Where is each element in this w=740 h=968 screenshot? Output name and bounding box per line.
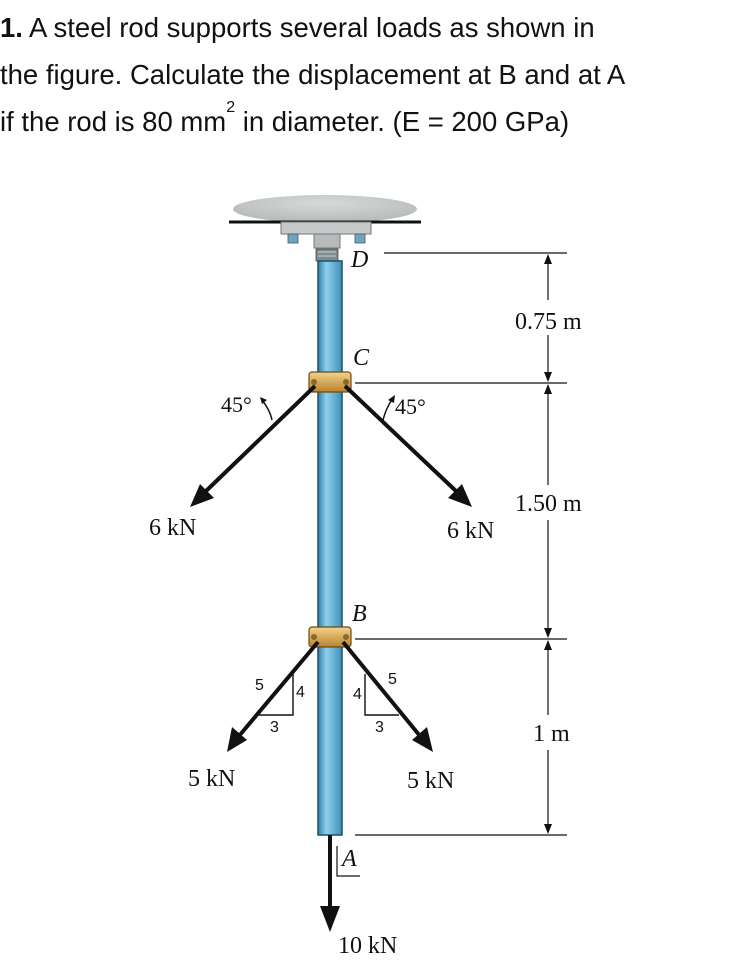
collar-b [308,626,352,648]
label-angle-right: 45° [395,394,426,419]
label-load-b-left: 5 kN [188,766,235,792]
label-point-c: C [353,345,370,371]
load-arrow-c-right [343,384,472,507]
label-slope-right-hyp: 5 [388,671,397,688]
load-arrow-c-left [190,384,317,507]
problem-superscript: 2 [226,99,236,116]
steel-rod [317,260,343,836]
label-load-a: 10 kN [338,933,397,959]
label-point-b: B [352,601,367,627]
dimension-line-dc [544,254,552,382]
problem-line-3-post: in diameter. (E = 200 GPa) [235,106,570,137]
label-slope-right-vert: 4 [353,686,362,703]
label-slope-left-hyp: 5 [255,677,264,694]
problem-number: 1. [0,12,23,43]
label-slope-left-horiz: 3 [270,719,279,736]
label-load-b-right: 5 kN [407,768,454,794]
point-a-marker [336,846,360,877]
dimension-extension-lines [355,252,567,836]
problem-line-3: if the rod is 80 mm2 in diameter. (E = 2… [0,98,736,145]
label-dim-cb: 1.50 m [515,491,582,517]
problem-line-1: 1. A steel rod supports several loads as… [0,4,736,51]
load-arrow-b-left [227,640,320,752]
problem-statement: 1. A steel rod supports several loads as… [0,4,736,145]
load-arrow-b-right [341,640,433,752]
label-point-a: A [340,846,357,872]
problem-line-1-text: A steel rod supports several loads as sh… [22,12,595,43]
angle-arrowhead-right [388,395,395,403]
collar-c [308,371,352,393]
problem-line-3-pre: if the rod is 80 mm [0,106,227,137]
dimension-line-ba [544,640,552,834]
label-slope-left-vert: 4 [296,684,305,701]
label-point-d: D [350,247,368,273]
slope-triangle-right [364,674,399,716]
angle-arc-left [261,399,273,421]
problem-line-2: the figure. Calculate the displacement a… [0,59,626,90]
label-dim-ba: 1 m [533,721,570,747]
label-load-c-right: 6 kN [447,518,494,544]
mounting-bracket [280,221,372,262]
angle-arrowhead-left [260,397,267,404]
label-load-c-left: 6 kN [149,515,196,541]
label-angle-left: 45° [221,392,252,417]
load-arrow-a-down [320,835,340,932]
label-slope-right-horiz: 3 [375,719,384,736]
ceiling-support [229,195,421,224]
slope-triangle-left [259,674,294,716]
dimension-line-cb [544,384,552,638]
label-dim-dc: 0.75 m [515,309,582,335]
